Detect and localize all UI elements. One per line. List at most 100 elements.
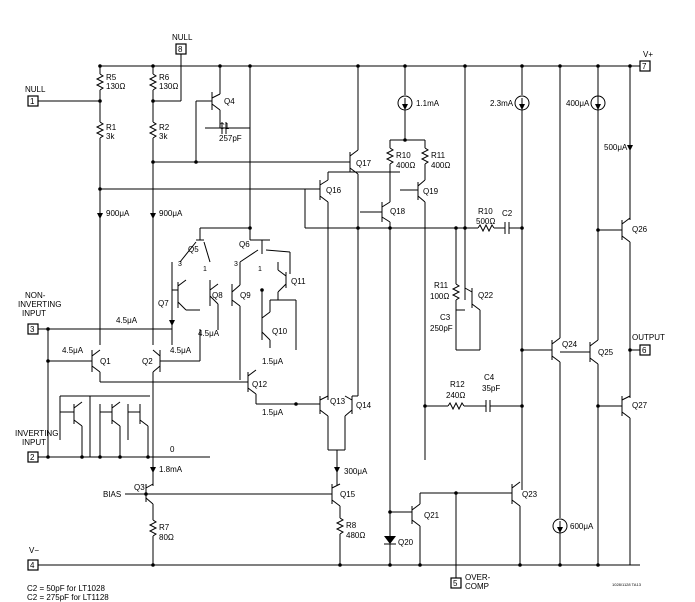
current-1-5ua-b: 1.5μA bbox=[262, 408, 284, 417]
r1-name: R1 bbox=[106, 123, 117, 132]
pin-overcomp-label-1: OVER- bbox=[465, 573, 491, 582]
transistor-q25: Q25 bbox=[560, 66, 614, 565]
r10a-value: 400Ω bbox=[396, 161, 415, 170]
transistor-q12: Q12 bbox=[247, 369, 316, 405]
r1-value: 3k bbox=[106, 132, 115, 141]
r5-value: 130Ω bbox=[106, 82, 125, 91]
resistor-r11-400: R11 400Ω bbox=[420, 140, 450, 180]
transistor-q24: Q24 bbox=[522, 66, 578, 518]
current-4-5ua-b: 4.5μA bbox=[198, 329, 220, 338]
pin-inv-number: 2 bbox=[30, 453, 35, 462]
current-400ua: 400μA bbox=[566, 99, 590, 108]
resistor-r5: R5 130Ω bbox=[95, 66, 125, 122]
pin-vminus: V− 4 bbox=[27, 546, 39, 571]
transistor-q5: Q5 bbox=[179, 227, 250, 263]
q14-label: Q14 bbox=[356, 401, 372, 410]
pin-vminus-label: V− bbox=[29, 546, 39, 555]
resistor-r11-100: R11 100Ω bbox=[430, 228, 461, 350]
pin-null-1: NULL 1 bbox=[25, 85, 100, 107]
transistor-q6: Q6 bbox=[239, 239, 291, 274]
c3-name: C3 bbox=[440, 313, 451, 322]
transistor-q10: Q10 bbox=[261, 299, 297, 350]
pin-noninv-number: 3 bbox=[30, 325, 35, 334]
current-zero: 0 bbox=[170, 445, 175, 454]
current-300ua: 300μA bbox=[344, 467, 368, 476]
current-4-5ua-d: 4.5μA bbox=[170, 346, 192, 355]
current-source-600ua: 600μA bbox=[552, 518, 594, 565]
q25-label: Q25 bbox=[598, 348, 614, 357]
transistor-q15: Q15 bbox=[331, 483, 356, 518]
current-500ua: 500μA bbox=[604, 143, 628, 152]
r11a-name: R11 bbox=[431, 151, 446, 160]
pin-null-8: NULL 8 bbox=[153, 33, 193, 102]
pin-output-number: 6 bbox=[642, 346, 647, 355]
q6-label: Q6 bbox=[239, 240, 250, 249]
resistor-r1: R1 3k bbox=[95, 121, 117, 345]
r6-name: R6 bbox=[159, 73, 170, 82]
q13-label: Q13 bbox=[330, 397, 346, 406]
pin-output: OUTPUT 6 bbox=[630, 333, 665, 356]
pin-vplus: V+ 7 bbox=[639, 50, 653, 72]
resistor-r10-500: R10 500Ω bbox=[465, 207, 495, 233]
transistor-q16: Q16 bbox=[319, 172, 342, 400]
pin-noninverting: NON- INVERTING INPUT 3 bbox=[18, 291, 172, 335]
node-1a: 1 bbox=[203, 266, 207, 273]
transistor-q17: Q17 bbox=[349, 66, 372, 230]
capacitor-c4: C4 35pF bbox=[482, 373, 522, 412]
transistor-q2: Q2 bbox=[142, 349, 200, 382]
q17-label: Q17 bbox=[356, 159, 372, 168]
note-line-2: C2 = 275pF for LT1128 bbox=[27, 593, 109, 602]
r12-value: 240Ω bbox=[446, 391, 465, 400]
r6-value: 130Ω bbox=[159, 82, 178, 91]
r8-value: 480Ω bbox=[346, 531, 365, 540]
resistor-r12: R12 240Ω bbox=[425, 380, 486, 411]
q26-label: Q26 bbox=[632, 225, 648, 234]
q21-label: Q21 bbox=[424, 511, 440, 520]
transistor-q23: Q23 bbox=[511, 481, 538, 565]
pin-overcomp-label-2: COMP bbox=[465, 582, 489, 591]
pin-null-1-number: 1 bbox=[30, 97, 35, 106]
c1-value: 257pF bbox=[219, 134, 242, 143]
capacitor-c2: C2 bbox=[494, 209, 522, 234]
q18-label: Q18 bbox=[390, 207, 406, 216]
transistor-q21: Q21 bbox=[390, 493, 440, 565]
node-1b: 1 bbox=[258, 266, 262, 273]
pin-noninv-label-1: NON- bbox=[25, 291, 46, 300]
q24-label: Q24 bbox=[562, 340, 578, 349]
capacitor-c3: C3 250pF bbox=[430, 309, 465, 333]
transistor-q19: Q19 bbox=[400, 179, 439, 460]
q16-label: Q16 bbox=[326, 186, 342, 195]
transistor-q14: Q14 bbox=[344, 230, 372, 450]
r8-name: R8 bbox=[346, 521, 357, 530]
r7-name: R7 bbox=[159, 523, 170, 532]
q1-label: Q1 bbox=[100, 357, 111, 366]
q12-label: Q12 bbox=[252, 380, 268, 389]
q20-label: Q20 bbox=[398, 538, 414, 547]
transistor-q3: Q3 bbox=[134, 483, 154, 520]
resistor-r2: R2 3k bbox=[148, 121, 170, 345]
q8-label: Q8 bbox=[212, 291, 223, 300]
r11a-value: 400Ω bbox=[431, 161, 450, 170]
q2-label: Q2 bbox=[142, 357, 153, 366]
q23-label: Q23 bbox=[522, 490, 538, 499]
transistor-q27: Q27 bbox=[598, 395, 648, 565]
transistor-q22: Q22 bbox=[464, 287, 494, 350]
pin-noninv-label-2: INVERTING bbox=[18, 300, 61, 309]
current-900ua-left: 900μA bbox=[106, 209, 130, 218]
pin-inv-label-2: INPUT bbox=[22, 438, 46, 447]
pin-noninv-label-3: INPUT bbox=[22, 309, 46, 318]
resistor-r7: R7 80Ω bbox=[148, 519, 174, 565]
transistor-q11: Q11 bbox=[277, 262, 306, 300]
c4-name: C4 bbox=[484, 373, 495, 382]
q11-label: Q11 bbox=[291, 277, 306, 286]
current-1-1ma: 1.1mA bbox=[416, 99, 440, 108]
q10-label: Q10 bbox=[272, 327, 288, 336]
q4-label: Q4 bbox=[224, 97, 235, 106]
q19-label: Q19 bbox=[423, 187, 439, 196]
current-source-400ua: 400μA bbox=[566, 95, 606, 111]
resistor-r10-400: R10 400Ω bbox=[385, 140, 415, 180]
current-source-1-1ma: 1.1mA bbox=[397, 66, 440, 140]
r12-name: R12 bbox=[450, 380, 465, 389]
current-1-8ma: 1.8mA bbox=[159, 465, 183, 474]
q3-label: Q3 bbox=[134, 483, 145, 492]
